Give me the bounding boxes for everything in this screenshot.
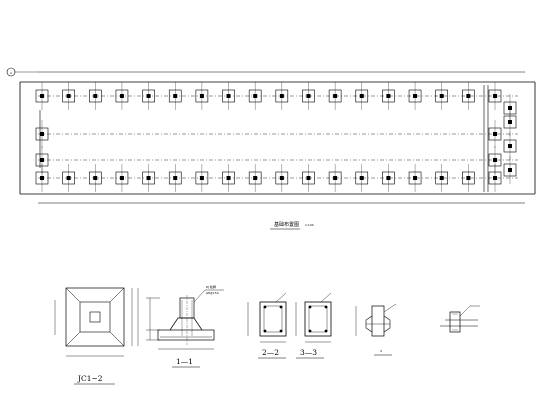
- section-3-label: 3—3: [300, 348, 317, 357]
- column-footing: [222, 82, 235, 110]
- bottom-column-row: [35, 164, 502, 192]
- column-footing: [302, 164, 315, 192]
- column-footing: [142, 82, 155, 110]
- column-footing: [408, 164, 422, 192]
- section-4-detail: [355, 303, 397, 337]
- column-footing: [462, 82, 475, 110]
- column-footing: [355, 164, 369, 192]
- column-footing: [302, 82, 315, 110]
- end-column-footing: [488, 146, 502, 174]
- section-4-label: 4: [380, 349, 382, 353]
- rebar-note: φ8@150: [206, 291, 219, 295]
- grid-marker-label: A: [10, 71, 13, 75]
- section-2-label: 2—2: [262, 348, 279, 357]
- column-footing: [222, 164, 235, 192]
- foundation-plan: [6, 67, 536, 204]
- gable-column-footing: [503, 108, 517, 136]
- column-footing: [382, 82, 395, 110]
- column-footing: [275, 82, 289, 110]
- column-footing: [195, 164, 209, 192]
- section-2-detail: [247, 292, 287, 343]
- jc-plan-detail: [54, 287, 139, 357]
- section-1-label: 1—1: [176, 357, 193, 366]
- column-footing: [355, 82, 369, 110]
- column-footing: [488, 82, 502, 110]
- column-footing: [248, 164, 262, 192]
- section-1-detail: [146, 289, 224, 350]
- column-footing: [115, 164, 129, 192]
- jc-label: JC1~2: [77, 374, 103, 383]
- column-footing: [195, 82, 209, 110]
- section-3-detail: [295, 292, 332, 343]
- column-footing: [62, 82, 75, 110]
- column-footing: [35, 82, 49, 110]
- gable-column-footing: [503, 156, 517, 184]
- column-footing: [142, 164, 155, 192]
- column-footing: [62, 164, 75, 192]
- end-column-footing: [35, 120, 49, 148]
- column-footing: [168, 164, 182, 192]
- column-footing: [462, 164, 475, 192]
- end-column-footing: [35, 146, 49, 174]
- column-footing: [168, 82, 182, 110]
- column-footing: [408, 82, 422, 110]
- plan-title: 基础布置图: [274, 221, 299, 228]
- column-footing: [328, 82, 342, 110]
- gable-column-footing: [503, 132, 517, 160]
- plan-scale: 1:100: [305, 223, 314, 227]
- edge-beam-detail: [440, 305, 480, 333]
- column-footing: [275, 164, 289, 192]
- column-footing: [248, 82, 262, 110]
- top-column-row: [35, 82, 502, 110]
- column-footing: [382, 164, 395, 192]
- column-footing: [435, 164, 449, 192]
- column-footing: [88, 164, 102, 192]
- end-wall-columns: [35, 94, 517, 184]
- column-footing: [328, 164, 342, 192]
- column-footing: [435, 82, 449, 110]
- column-footing: [115, 82, 129, 110]
- column-footing: [88, 82, 102, 110]
- end-column-footing: [488, 120, 502, 148]
- column-base-note: ZJ 柱脚: [206, 284, 216, 289]
